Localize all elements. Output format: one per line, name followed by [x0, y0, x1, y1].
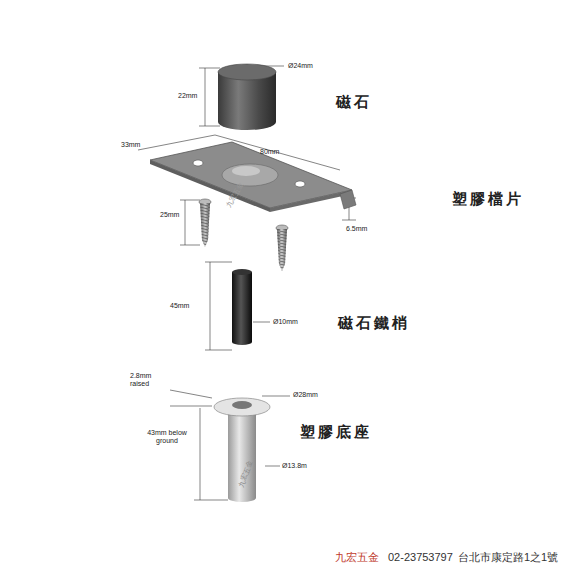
dimension: 6.5mm — [346, 225, 367, 233]
dimension: 33mm — [121, 141, 140, 149]
address: 台北市康定路1之1號 — [458, 551, 558, 564]
dimension: Ø10mm — [273, 318, 298, 326]
dimension: 80mm — [260, 148, 279, 156]
part-name: 磁石鐵梢 — [338, 314, 410, 331]
phone-number: 02-23753797 — [388, 551, 453, 564]
dimension: 45mm — [170, 302, 189, 310]
part-name: 磁石 — [336, 93, 372, 110]
dimension: 22mm — [178, 92, 197, 100]
part-name: 塑膠底座 — [300, 423, 372, 440]
shop-name: 九宏五金 — [335, 551, 379, 564]
dimension: Ø24mm — [288, 62, 313, 70]
dimension: 2.8mm raised — [130, 372, 160, 388]
dimension: 25mm — [160, 211, 179, 219]
dimension: 43mm below ground — [140, 429, 194, 445]
part-name: 塑膠檔片 — [452, 190, 524, 207]
dimension: Ø13.8m — [282, 462, 307, 470]
dimension: Ø28mm — [293, 391, 318, 399]
